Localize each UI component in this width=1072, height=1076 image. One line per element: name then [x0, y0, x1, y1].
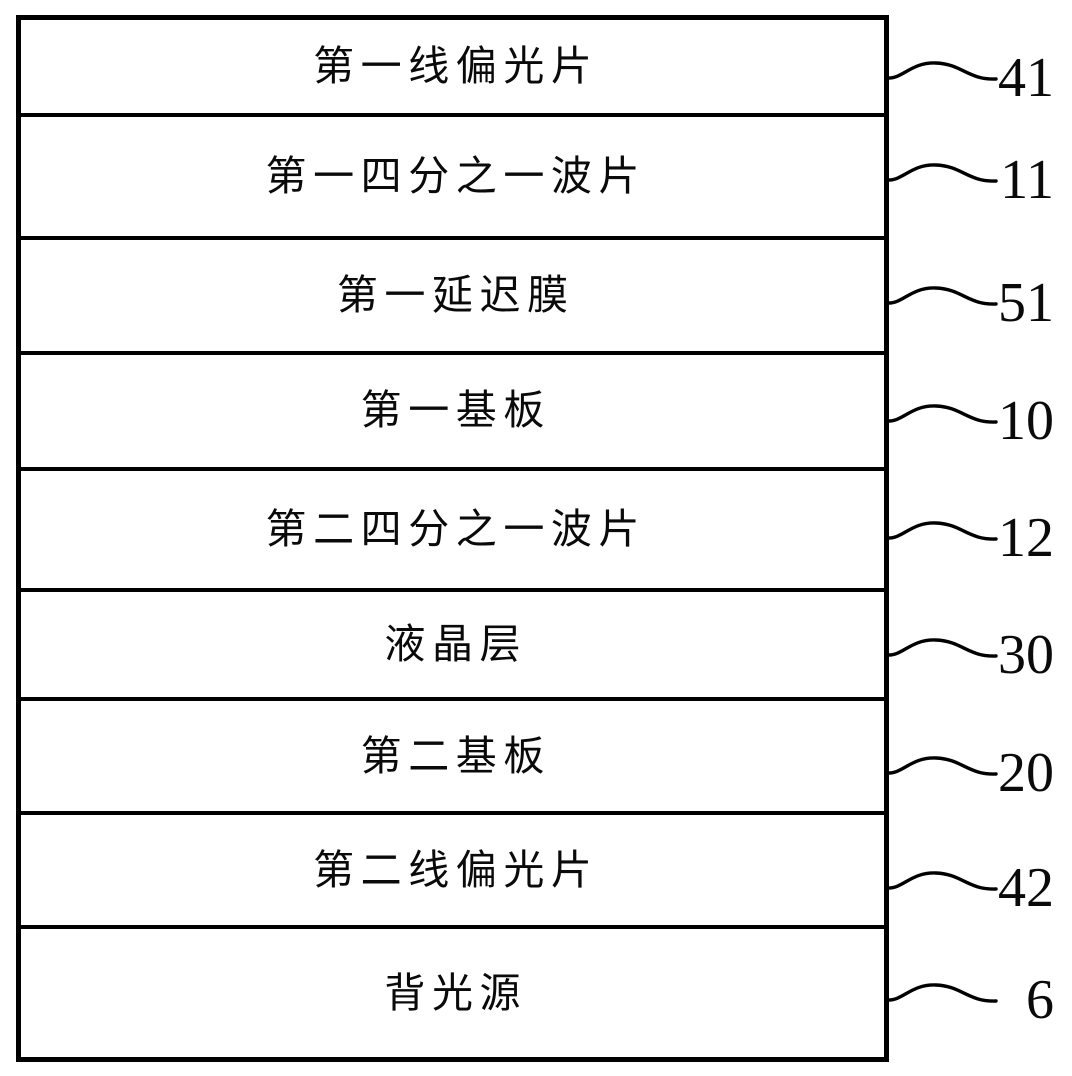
reference-numeral: 11	[1000, 149, 1054, 211]
layer-row: 第一基板	[21, 354, 884, 471]
layer-label: 背光源	[384, 969, 528, 1016]
reference-numeral: 20	[998, 742, 1054, 804]
layer-row: 背光源	[21, 929, 884, 1058]
layer-label: 第二线偏光片	[313, 846, 599, 893]
layer-label: 第二四分之一波片	[265, 505, 647, 552]
layer-label: 第一线偏光片	[313, 43, 599, 90]
reference-numeral: 30	[998, 624, 1054, 686]
reference-numeral: 12	[998, 507, 1054, 569]
layer-label: 第一基板	[360, 387, 551, 434]
layer-label: 第二基板	[360, 732, 551, 779]
reference-numeral: 41	[998, 47, 1054, 109]
layer-row: 第二四分之一波片	[21, 470, 884, 592]
layer-label: 第一延迟膜	[336, 271, 575, 318]
reference-numeral: 42	[998, 857, 1054, 919]
layer-stack-diagram: 第一线偏光片 第一四分之一波片 第一延迟膜 第一基板 第二四分之一波片 液晶层 …	[16, 15, 889, 1062]
layer-row: 第一四分之一波片	[21, 117, 884, 240]
layer-row: 第一延迟膜	[21, 239, 884, 355]
reference-numeral: 6	[1026, 969, 1054, 1031]
layer-label: 液晶层	[384, 620, 528, 667]
layer-label: 第一四分之一波片	[265, 152, 647, 199]
layer-row: 液晶层	[21, 591, 884, 702]
reference-numeral: 51	[998, 272, 1054, 334]
layer-row: 第二线偏光片	[21, 815, 884, 930]
reference-numeral: 10	[998, 390, 1054, 452]
layer-row: 第二基板	[21, 701, 884, 816]
layer-row: 第一线偏光片	[21, 20, 884, 118]
